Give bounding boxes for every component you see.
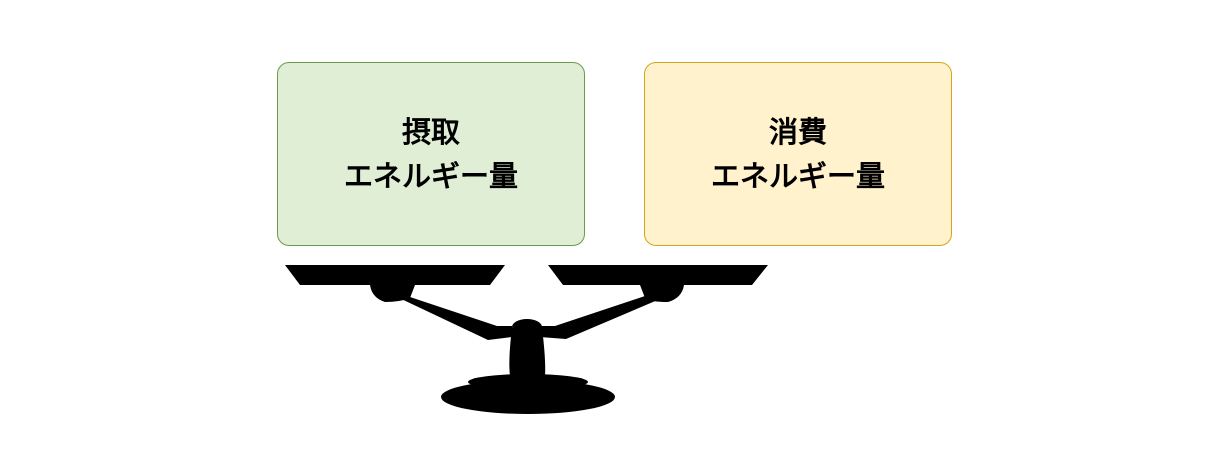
right-pan	[548, 265, 768, 285]
expenditure-energy-box: 消費 エネルギー量	[644, 62, 952, 246]
right-arm	[540, 296, 660, 339]
center-post	[509, 328, 546, 376]
intake-energy-label: エネルギー量	[343, 159, 518, 193]
left-arm	[395, 296, 512, 340]
base	[441, 380, 615, 414]
expenditure-label: 消費	[768, 115, 827, 149]
intake-energy-box: 摂取 エネルギー量	[277, 62, 585, 246]
left-pan	[285, 265, 505, 285]
base-top	[468, 374, 588, 390]
intake-label: 摂取	[401, 115, 460, 149]
expenditure-energy-label: エネルギー量	[710, 159, 885, 193]
